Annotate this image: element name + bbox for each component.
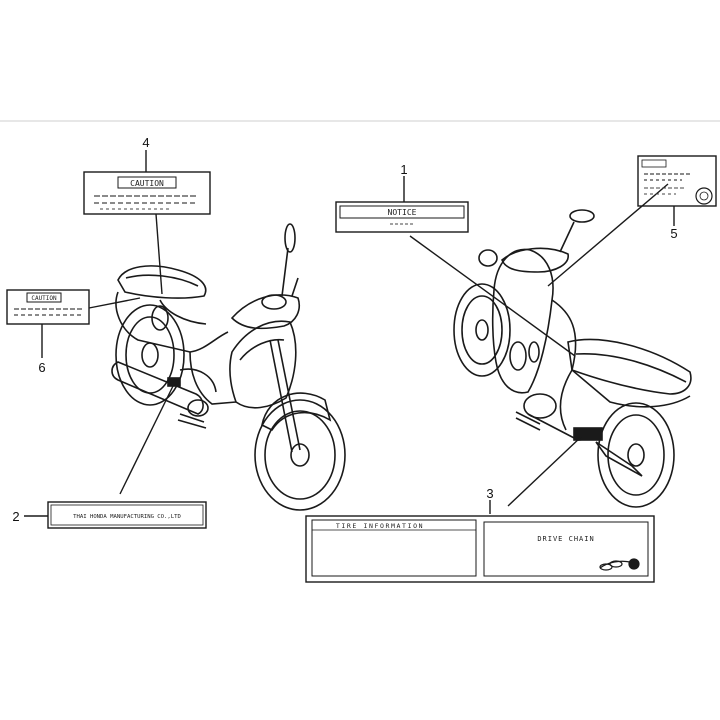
callout-number-4: 4 (142, 135, 149, 150)
label-5-plate (637, 155, 717, 207)
motorcycle-left-illustration (111, 223, 346, 511)
label-2-text: THAI HONDA MANUFACTURING CO.,LTD (73, 514, 181, 520)
label-3-tire-text: TIRE INFORMATION (336, 522, 424, 530)
callout-number-3: 3 (486, 486, 493, 501)
label-2-manufacturer-plate: THAI HONDA MANUFACTURING CO.,LTD (47, 501, 207, 529)
label-3-chain-text: DRIVE CHAIN (537, 535, 594, 543)
leader-lines (24, 150, 675, 517)
label-4-text: CAUTION (130, 179, 164, 188)
label-3-info-plate: TIRE INFORMATION DRIVE CHAIN (305, 515, 655, 583)
label-1-text: NOTICE (388, 208, 417, 217)
callout-number-2: 2 (12, 509, 19, 524)
callout-number-6: 6 (38, 360, 45, 375)
drive-chain-icon (599, 558, 640, 571)
callout-number-1: 1 (400, 162, 407, 177)
label-6-caution-plate: CAUTION (6, 289, 90, 325)
label-6-text: CAUTION (31, 295, 57, 302)
label-4-caution-plate: CAUTION (83, 171, 211, 215)
label-1-notice-plate: NOTICE (335, 201, 469, 233)
callout-number-5: 5 (670, 226, 677, 241)
motorcycle-right-illustration (453, 209, 692, 508)
label-5-circle-icon (695, 187, 713, 205)
